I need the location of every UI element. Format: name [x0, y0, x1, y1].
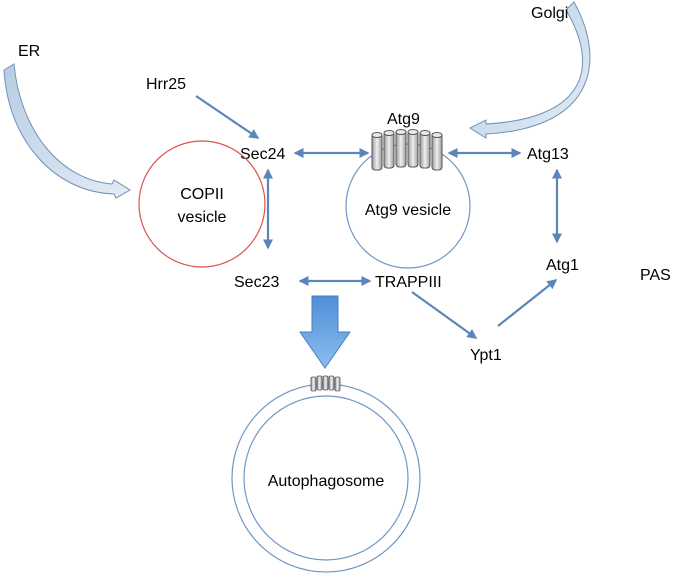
pas-label: PAS [640, 267, 671, 284]
sec23-label: Sec23 [234, 274, 279, 291]
atg9-protein-icon [371, 129, 443, 171]
atg9-label: Atg9 [387, 111, 420, 128]
sec24-label: Sec24 [240, 146, 285, 163]
atg13-label: Atg13 [527, 146, 569, 163]
er-label: ER [18, 43, 40, 60]
autophagosome-atg9-icon [310, 375, 341, 392]
copii-label-line1: COPII [180, 186, 224, 203]
ypt1-label: Ypt1 [470, 347, 502, 364]
arrow-hrr25-to-sec24 [195, 95, 260, 139]
autophagosome: Autophagosome [231, 383, 421, 573]
arrow-trappiii-to-ypt1 [411, 291, 478, 339]
atg9-vesicle-label: Atg9 vesicle [365, 202, 451, 219]
autophagosome-inner-membrane [243, 395, 409, 561]
autophagosome-label: Autophagosome [268, 473, 385, 490]
golgi-label: Golgi [531, 5, 568, 22]
atg1-label: Atg1 [546, 257, 579, 274]
trappiii-label: TRAPPIII [375, 274, 442, 291]
arrow-ypt1-to-atg1 [497, 279, 558, 327]
er-curved-arrow [3, 63, 131, 199]
golgi-curved-arrow [468, 1, 591, 139]
interaction-arrows [195, 95, 562, 339]
transition-down-arrow-icon [299, 295, 351, 369]
copii-label-line2: vesicle [178, 209, 227, 226]
hrr25-label: Hrr25 [146, 76, 186, 93]
